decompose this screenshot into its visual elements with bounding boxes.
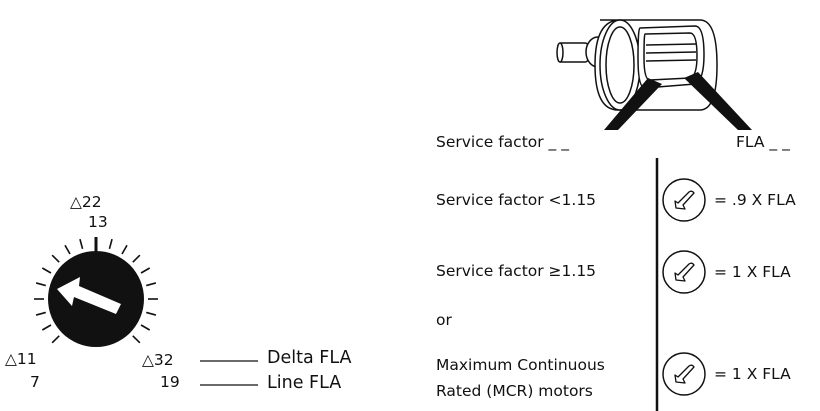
row-condition-4b: Rated (MCR) motors [436, 382, 593, 400]
dial-tick [140, 324, 151, 331]
service-factor-label: Service factor _ _ [436, 133, 569, 151]
line-fla-label: Line FLA [267, 373, 342, 393]
dial-tick [51, 335, 60, 344]
dial-top-delta-value: 22 [81, 193, 102, 211]
dial-right-line-value: 19 [160, 373, 180, 391]
motor-icon [556, 19, 718, 111]
dial-left-line-value: 7 [30, 373, 40, 391]
adjust-dial-icon [662, 352, 706, 396]
row-result-4: = 1 X FLA [714, 365, 791, 383]
dial-tick [41, 267, 52, 274]
adjust-dial-icon [662, 178, 706, 222]
dial-right-delta-label: △32 [142, 351, 174, 369]
service-factor-pointer [604, 78, 662, 130]
dial-tick [108, 238, 113, 249]
dial-tick [146, 282, 157, 287]
delta-icon: △ [5, 350, 17, 368]
dial-tick [121, 244, 128, 255]
dial-tick [79, 238, 84, 249]
delta-fla-label: Delta FLA [267, 348, 352, 368]
dial-tick [132, 254, 141, 263]
delta-icon: △ [70, 193, 82, 211]
dial-tick [41, 324, 52, 331]
row-condition-1: Service factor <1.15 [436, 191, 597, 209]
pen-arrow-icon [674, 364, 695, 384]
dial-tick [132, 335, 141, 344]
adjust-dial-icon [662, 250, 706, 294]
dial-tick [146, 311, 157, 316]
dial-tick [35, 282, 46, 287]
pen-arrow-icon [674, 190, 695, 210]
dial-tick [140, 267, 151, 274]
dial-arrow-icon [57, 277, 121, 314]
dial-ticks [34, 237, 158, 344]
dial-tick [35, 311, 46, 316]
dial-top-delta-label: △22 [70, 193, 102, 211]
dial-top-line-value: 13 [88, 213, 108, 231]
row-condition-4a: Maximum Continuous [436, 356, 605, 374]
row-or-label: or [436, 311, 452, 329]
dial-left-delta-value: 11 [16, 350, 37, 368]
pen-arrow-icon [674, 262, 695, 282]
dial-tick [51, 254, 60, 263]
row-condition-2: Service factor ≥1.15 [436, 262, 597, 280]
row-result-2: = 1 X FLA [714, 263, 791, 281]
dial-right-delta-value: 32 [153, 351, 174, 369]
dial-tick [64, 244, 71, 255]
fla-label: FLA _ _ [736, 133, 790, 151]
delta-icon: △ [142, 351, 154, 369]
row-result-1: = .9 X FLA [714, 191, 796, 209]
fla-pointer [684, 72, 752, 130]
dial-left-delta-label: △11 [5, 350, 37, 368]
